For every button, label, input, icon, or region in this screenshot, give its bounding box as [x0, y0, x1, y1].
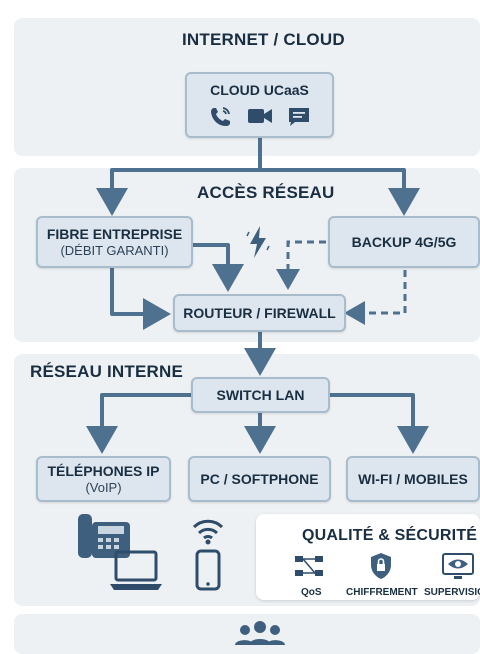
eye-monitor-icon: [442, 553, 474, 579]
router-label: ROUTEUR / FIREWALL: [183, 304, 336, 321]
power-bolt-icon: [246, 226, 270, 258]
qos-flow-icon: [295, 556, 323, 576]
wifi-mobiles-node: WI-FI / MOBILES: [346, 456, 480, 502]
wifi-icon: [192, 519, 224, 545]
arrow-fibre-to-router-bottom: [110, 266, 171, 330]
fibre-sublabel: (DÉBIT GARANTI): [60, 242, 169, 258]
section-title-internal: RÉSEAU INTERNE: [30, 362, 183, 381]
quality-item-label: SUPERVISIO: [424, 587, 480, 598]
wifi-label: WI-FI / MOBILES: [358, 470, 468, 487]
switch-label: SWITCH LAN: [216, 386, 305, 403]
phone-icon: [210, 107, 230, 126]
router-firewall-node: ROUTEUR / FIREWALL: [173, 294, 346, 332]
arrow-backup-to-router-dashed-lower: [344, 270, 407, 325]
desk-phone-icon: [78, 514, 130, 558]
laptop-icon: [110, 550, 162, 590]
pc-softphone-node: PC / SOFTPHONE: [188, 456, 331, 502]
quality-item-label: QoS: [301, 587, 322, 598]
arrow-fibre-to-router-side: [193, 243, 244, 292]
cloud-ucaas-label: CLOUD UCaaS: [210, 82, 309, 98]
backup-label: BACKUP 4G/5G: [351, 233, 457, 250]
arrow-cloud-to-backup: [260, 168, 420, 216]
section-title-quality: QUALITÉ & SÉCURITÉ: [302, 527, 478, 544]
chat-icon: [288, 108, 309, 126]
smartphone-icon: [195, 549, 221, 591]
users-icon: [235, 621, 285, 645]
fibre-label: FIBRE ENTREPRISE: [46, 225, 183, 242]
shield-lock-icon: [371, 553, 391, 579]
arrow-switch-to-wifi: [330, 393, 429, 454]
arrow-backup-to-router-dashed-upper: [276, 240, 326, 290]
cloud-ucaas-node: CLOUD UCaaS: [185, 72, 334, 138]
section-title-access: ACCÈS RÉSEAU: [197, 183, 335, 202]
arrow-switch-to-ip-phones: [86, 393, 192, 454]
quality-item-label: CHIFFREMENT: [346, 587, 418, 598]
fibre-node: FIBRE ENTREPRISE (DÉBIT GARANTI): [36, 216, 193, 268]
pc-label: PC / SOFTPHONE: [200, 470, 319, 487]
backup-node: BACKUP 4G/5G: [328, 216, 480, 268]
section-title-cloud: INTERNET / CLOUD: [182, 30, 345, 49]
arrow-cloud-to-access: [96, 138, 262, 216]
ip-phones-node: TÉLÉPHONES IP (VoIP): [36, 456, 171, 502]
ip-phones-sublabel: (VoIP): [85, 479, 122, 495]
switch-lan-node: SWITCH LAN: [191, 377, 330, 413]
ip-phones-label: TÉLÉPHONES IP: [47, 462, 160, 479]
video-camera-icon: [247, 109, 272, 123]
